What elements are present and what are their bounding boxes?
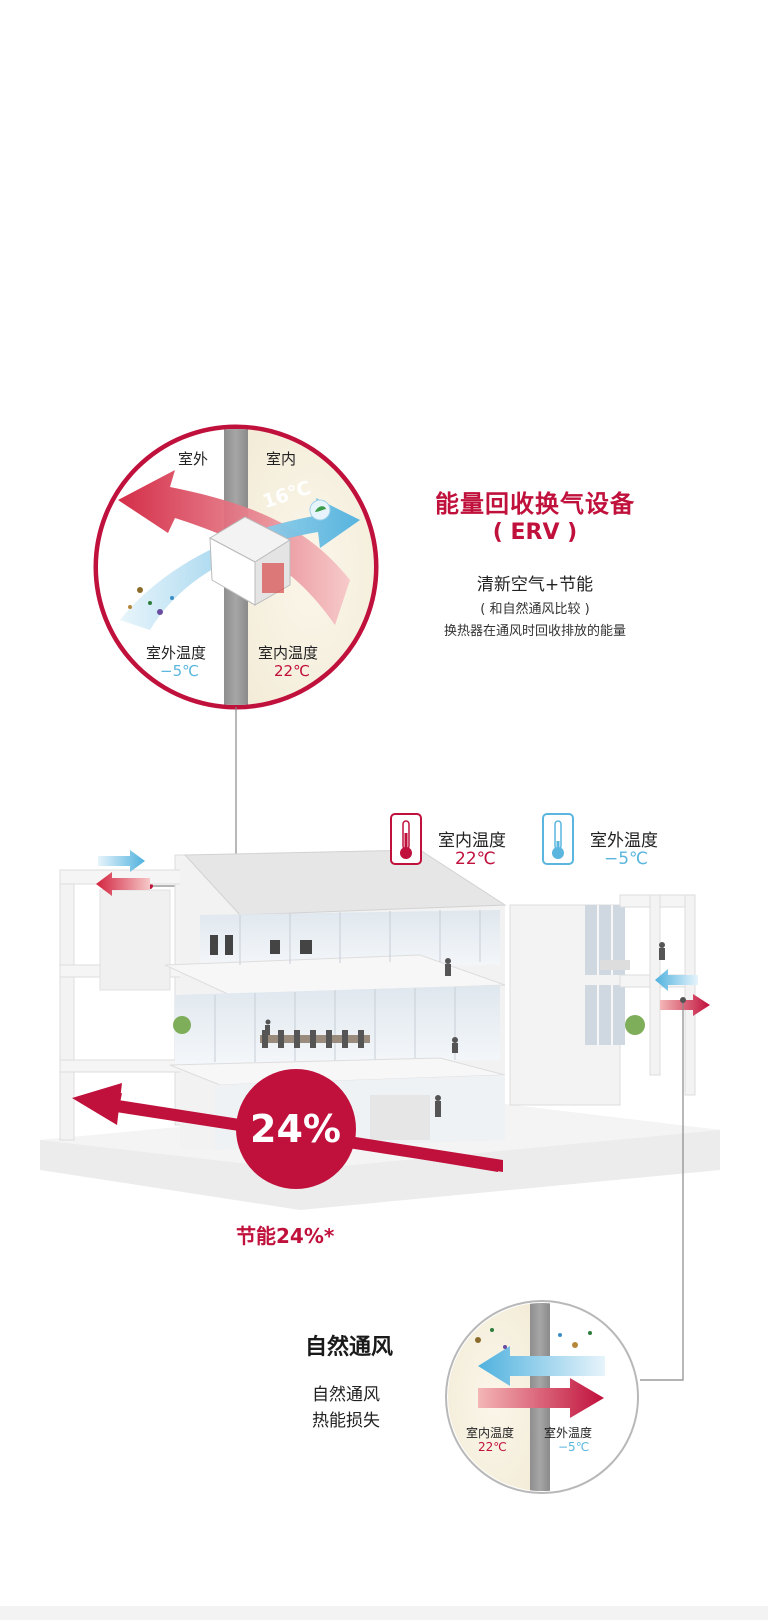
- erv-abbr: ( ERV ): [492, 520, 578, 545]
- legend-outdoor-temp: −5℃: [604, 849, 649, 869]
- erv-outdoor-label: 室外: [178, 450, 209, 468]
- percent-circle: [236, 1069, 356, 1189]
- erv-line-1: 清新空气+节能: [476, 575, 594, 595]
- erv-indoor-temp: 22℃: [274, 662, 310, 680]
- erv-circle: [93, 424, 379, 710]
- thermometer-icon: [542, 813, 574, 865]
- footer-bar: [0, 1606, 768, 1620]
- left-unit-arrows: [96, 850, 150, 896]
- saving-label: 节能24%*: [236, 1224, 335, 1248]
- erv-outdoor-temp: −5℃: [160, 662, 199, 680]
- percent-label: 24%: [250, 1107, 341, 1151]
- erv-line-3: 换热器在通风时回收排放的能量: [443, 624, 626, 639]
- natural-line-2: 热能损失: [312, 1411, 380, 1431]
- natural-indoor-temp: 22℃: [478, 1440, 507, 1454]
- natural-circle: [445, 1300, 639, 1494]
- erv-title: 能量回收换气设备: [435, 490, 635, 518]
- legend-indoor-label: 室内温度: [438, 831, 506, 851]
- natural-title: 自然通风: [305, 1335, 394, 1360]
- erv-outdoor-temp-label: 室外温度: [146, 644, 207, 662]
- building: [40, 849, 720, 1210]
- thermometer-icon: [390, 813, 422, 865]
- legend-outdoor-label: 室外温度: [590, 831, 658, 851]
- natural-connector-line: [640, 1000, 684, 1381]
- erv-indoor-label: 室内: [266, 450, 297, 468]
- right-unit-arrows: [655, 969, 710, 1016]
- natural-line-1: 自然通风: [312, 1385, 380, 1405]
- erv-indoor-temp-label: 室内温度: [258, 644, 319, 662]
- erv-line-2: ( 和自然通风比较 ): [480, 602, 590, 617]
- legend-indoor-temp: 22℃: [455, 849, 496, 869]
- natural-outdoor-temp: −5℃: [558, 1440, 590, 1454]
- natural-outdoor-temp-label: 室外温度: [544, 1426, 593, 1440]
- natural-indoor-temp-label: 室内温度: [466, 1426, 515, 1440]
